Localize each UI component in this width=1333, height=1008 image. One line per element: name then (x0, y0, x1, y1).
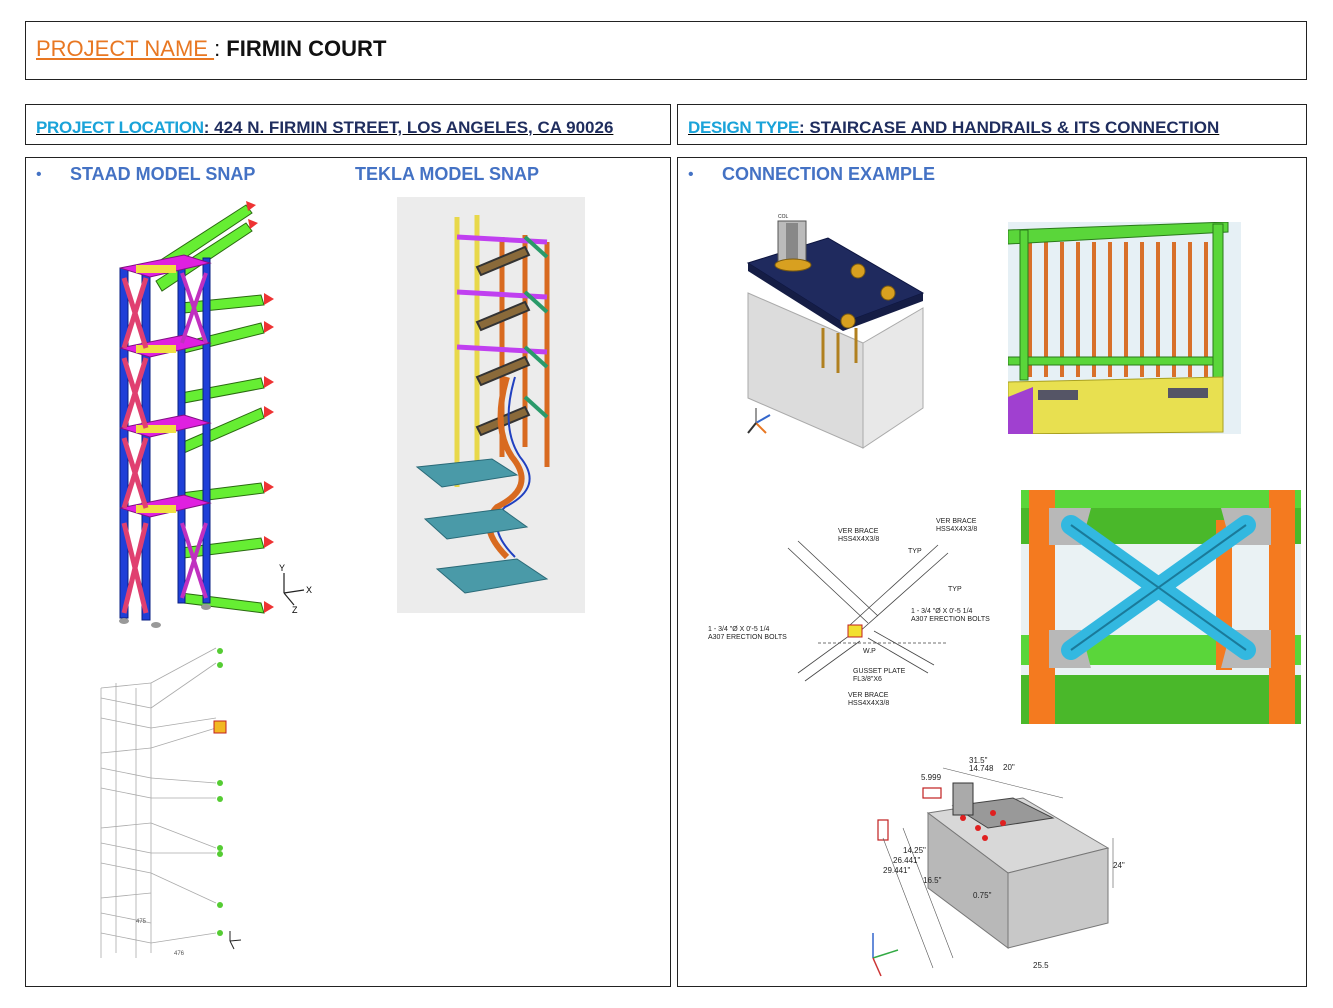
node-label-475: 475 (136, 919, 147, 925)
connection-example-heading: CONNECTION EXAMPLE (722, 164, 936, 184)
dim-16-5: 16.5" (923, 876, 942, 885)
hss-2: HSS4X4X3/8 (936, 526, 977, 533)
dim-14-25: 14.25" (903, 846, 926, 855)
dim-26-441: 26.441" (893, 856, 920, 865)
project-location-line: PROJECT LOCATION: 424 N. FIRMIN STREET, … (36, 118, 613, 138)
node-label-476: 476 (174, 951, 185, 957)
wp-label: W.P (863, 648, 876, 655)
staad-model-heading: STAAD MODEL SNAP (70, 164, 256, 184)
bolts-2b: A307 ERECTION BOLTS (911, 616, 990, 623)
hss-1: HSS4X4X3/8 (838, 536, 879, 543)
dim-31-5: 31.5" (969, 756, 988, 765)
project-location-box: PROJECT LOCATION: 424 N. FIRMIN STREET, … (25, 104, 671, 145)
typ-1: TYP (908, 548, 922, 555)
col-label: COL (778, 214, 789, 220)
dim-25-5: 25.5 (1033, 961, 1049, 970)
dim-5-999: 5.999 (921, 773, 942, 782)
project-name-label: PROJECT NAME (36, 36, 215, 61)
bolts-1b: A307 ERECTION BOLTS (708, 634, 787, 641)
project-location-label: PROJECT LOCATION (36, 118, 204, 137)
staad-model-image: Y X Z (119, 201, 312, 628)
dim-24: 24" (1113, 861, 1125, 870)
ver-brace-2: VER BRACE (936, 518, 977, 525)
bolts-1: 1 - 3/4 "Ø X 0'-5 1/4 (708, 626, 770, 633)
ver-brace-1: VER BRACE (838, 528, 879, 535)
staad-axis-y: Y (279, 563, 285, 573)
base-plate-connection-image: COL (746, 214, 925, 449)
hss-3: HSS4X4X3/8 (848, 700, 889, 707)
staad-axis-x: X (306, 585, 312, 595)
staad-bullet: • (36, 166, 42, 183)
dim-20: 20" (1003, 763, 1015, 772)
brace-frame-render-image (1021, 490, 1301, 724)
connection-examples-panel: • CONNECTION EXAMPLE COL (677, 157, 1307, 987)
dim-14-748: 14.748 (969, 764, 994, 773)
staad-axis-z: Z (292, 605, 298, 615)
gusset-label: GUSSET PLATE (853, 668, 906, 675)
project-location-value: : 424 N. FIRMIN STREET, LOS ANGELES, CA … (203, 118, 614, 137)
dim-29-441: 29.441" (883, 866, 910, 875)
project-name-separator: : (214, 36, 227, 61)
dim-0-75: 0.75" (973, 891, 992, 900)
model-snaps-panel: • STAAD MODEL SNAP TEKLA MODEL SNAP (25, 157, 671, 987)
staad-wireframe-image: 475 476 (100, 647, 242, 958)
ver-brace-3: VER BRACE (848, 692, 889, 699)
gusset-size: FL3/8"X6 (853, 676, 882, 683)
design-type-box: DESIGN TYPE: STAIRCASE AND HANDRAILS & I… (677, 104, 1307, 145)
project-name-box: PROJECT NAME : FIRMIN COURT (25, 21, 1307, 80)
brace-gusset-detail-drawing: VER BRACE HSS4X4X3/8 VER BRACE HSS4X4X3/… (708, 518, 990, 707)
design-type-value: : STAIRCASE AND HANDRAILS & ITS CONNECTI… (799, 118, 1220, 137)
connection-bullet: • (688, 166, 694, 183)
design-type-line: DESIGN TYPE: STAIRCASE AND HANDRAILS & I… (688, 118, 1219, 138)
project-name-line: PROJECT NAME : FIRMIN COURT (36, 36, 386, 62)
tekla-model-image (397, 197, 585, 613)
bolts-2: 1 - 3/4 "Ø X 0'-5 1/4 (911, 608, 973, 615)
typ-2: TYP (948, 586, 962, 593)
project-name-value: FIRMIN COURT (226, 36, 387, 61)
tekla-model-heading: TEKLA MODEL SNAP (355, 164, 540, 184)
handrail-image (1008, 222, 1241, 434)
design-type-label: DESIGN TYPE (688, 118, 800, 137)
dimensioned-pedestal-drawing: 31.5" 14.748 20" 5.999 24" 14.25" 26.441… (872, 756, 1125, 977)
